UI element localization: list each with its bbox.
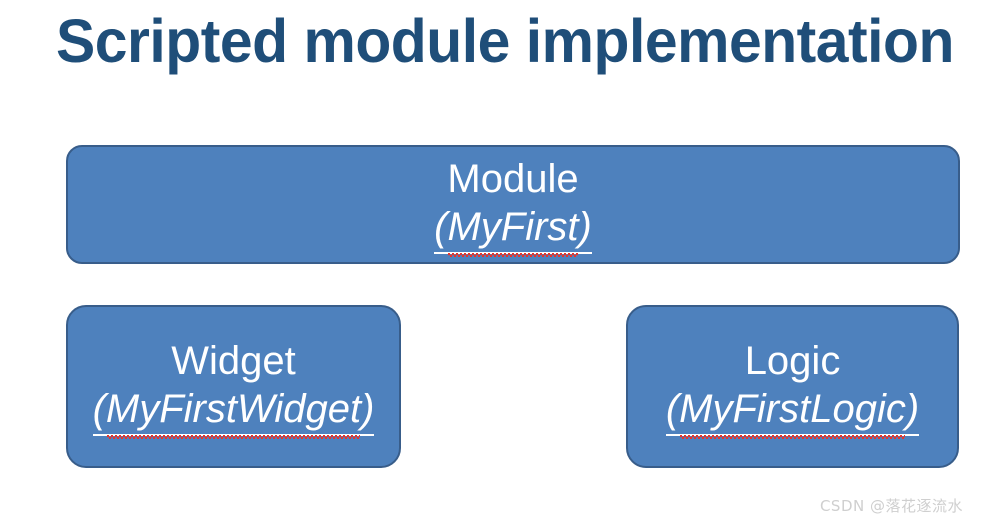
node-widget-classname-text: MyFirstWidget: [105, 387, 362, 439]
node-widget-classname: (MyFirstWidget): [92, 385, 375, 439]
node-module-classname: (MyFirst): [434, 203, 592, 257]
diagram-node-module[interactable]: Module (MyFirst): [66, 145, 960, 264]
node-module-close-paren: ): [578, 205, 592, 249]
page-title: Scripted module implementation: [55, 7, 955, 75]
node-logic-classname: (MyFirstLogic): [665, 385, 920, 439]
node-widget-classname-underline: (MyFirstWidget): [92, 385, 375, 439]
node-module-classname-text: MyFirst: [447, 205, 579, 257]
node-widget-close-paren: ): [361, 387, 375, 431]
node-logic-classname-underline: (MyFirstLogic): [665, 385, 920, 439]
node-logic-open-paren: (: [665, 387, 680, 431]
diagram-node-widget[interactable]: Widget (MyFirstWidget): [66, 305, 401, 468]
node-module-open-paren: (: [434, 205, 448, 249]
diagram-node-logic[interactable]: Logic (MyFirstLogic): [626, 305, 959, 468]
node-logic-classname-text: MyFirstLogic: [679, 387, 906, 439]
csdn-watermark: CSDN @落花逐流水: [819, 497, 963, 515]
node-logic-title: Logic: [744, 339, 841, 383]
node-widget-title: Widget: [171, 339, 296, 383]
node-widget-open-paren: (: [92, 387, 106, 431]
node-logic-close-paren: ): [905, 387, 920, 431]
node-module-classname-underline: (MyFirst): [434, 203, 592, 257]
node-module-title: Module: [447, 157, 579, 201]
